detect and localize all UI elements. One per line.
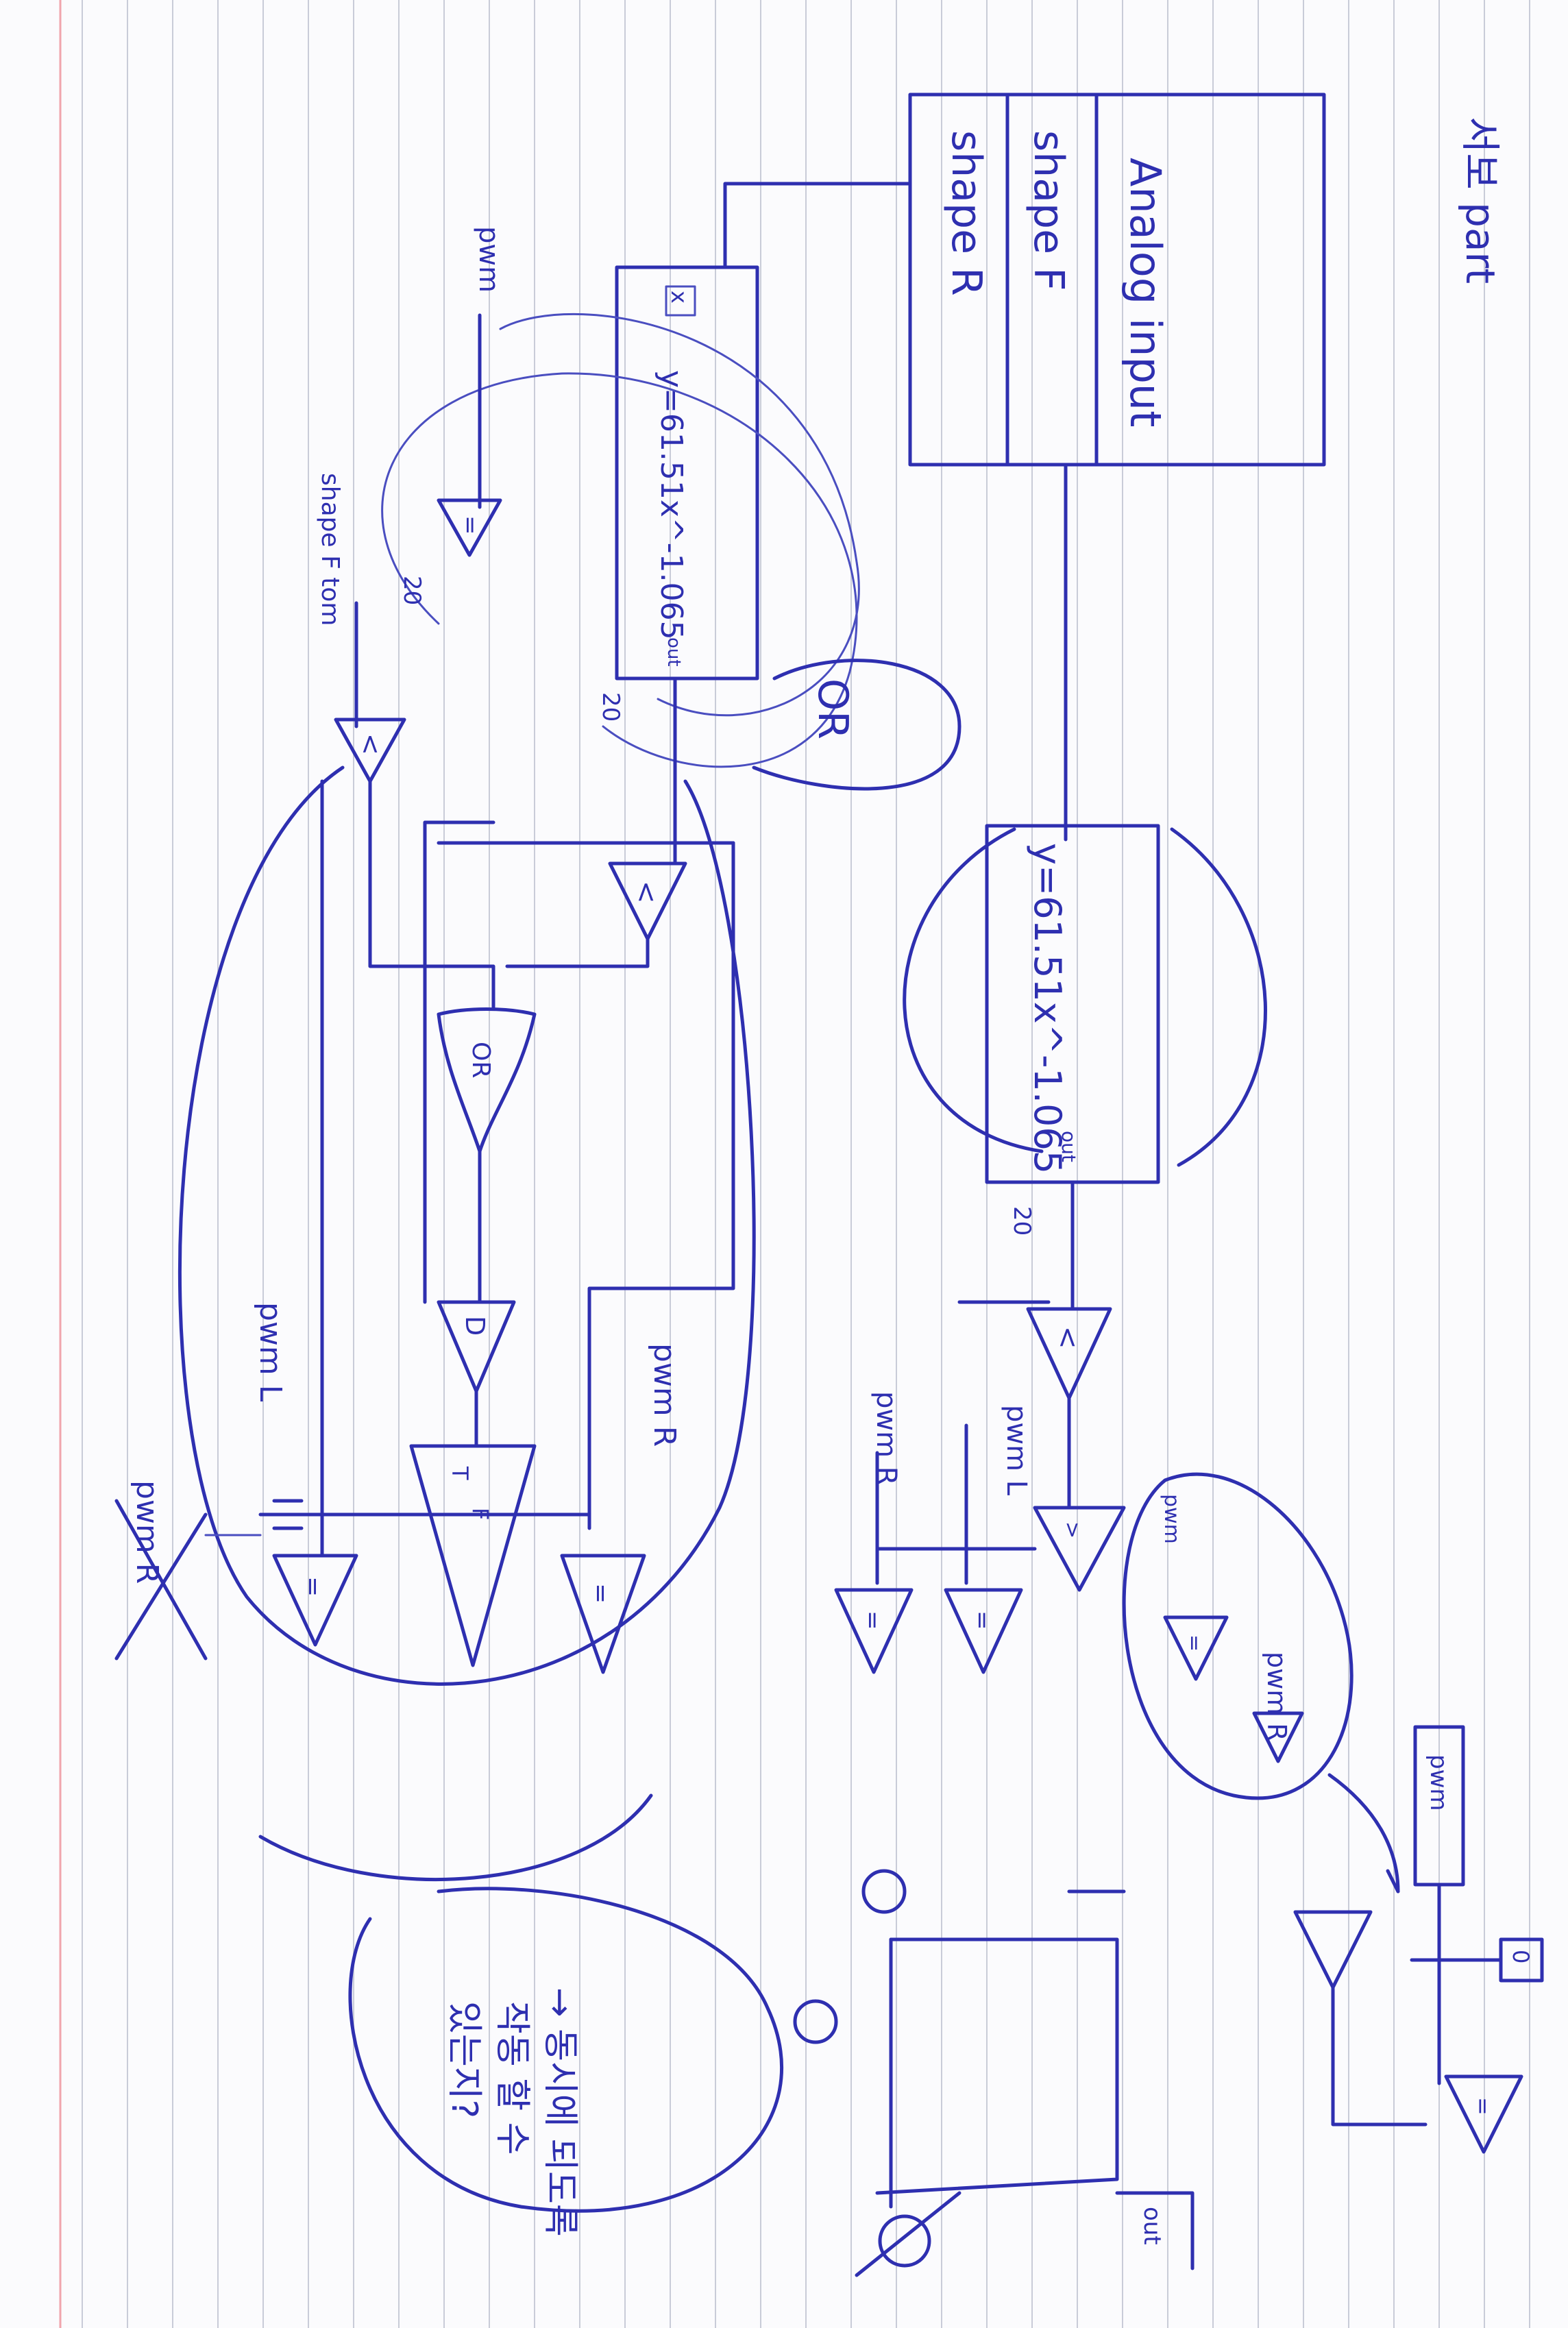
shape-ftom-label: shape F tom <box>316 473 344 626</box>
pwm-inline-label: pwm <box>1160 1494 1184 1544</box>
svg-text:>: > <box>1060 1521 1084 1539</box>
right-formula-out-mark: out <box>1057 1131 1080 1162</box>
equals-gate-right-2: = <box>944 1588 1023 1674</box>
svg-text:OR: OR <box>467 1042 495 1078</box>
svg-text:pwm: pwm <box>1425 1754 1452 1811</box>
equals-gate-loop: = <box>1163 1615 1229 1681</box>
right-formula-label: y=61.51x^-1.065 <box>1026 843 1069 1174</box>
left-formula-in-mark: x <box>666 291 692 304</box>
right-formula-circle-left <box>903 827 1044 1153</box>
comparator-less-right: < <box>1026 1307 1112 1400</box>
comparator-less-mid: < <box>608 861 687 941</box>
analog-input-block: Analog input shape F shape R <box>908 93 1326 467</box>
struck-pwm-r: pwm R <box>114 1480 262 1661</box>
pwm-loop-circle <box>1122 1472 1353 1800</box>
svg-text:D: D <box>460 1316 490 1336</box>
servo-out-label: out <box>1138 2207 1166 2245</box>
svg-text:=: = <box>968 1610 996 1630</box>
left-formula-label: y=61.51x^-1.065 <box>654 370 689 640</box>
servo-sketch: out <box>793 1869 1195 2277</box>
svg-text:<: < <box>1052 1326 1083 1349</box>
left-logic-enclosure <box>177 765 756 1686</box>
left-formula-block: x y=61.51x^-1.065 out <box>615 265 759 681</box>
svg-text:=: = <box>456 515 484 535</box>
scribble-loop-2 <box>499 313 860 717</box>
svg-text:<: < <box>356 733 386 755</box>
svg-text:=: = <box>587 1583 615 1604</box>
analog-input-row-shape-f: shape F <box>1025 130 1073 291</box>
equals-gate-pwm-r: = <box>560 1554 646 1674</box>
note-line-2: 작동 할 수 <box>491 2001 532 2155</box>
svg-text:0: 0 <box>1508 1950 1534 1963</box>
page-heading: 서보 part <box>1457 117 1504 284</box>
pwm-box: pwm <box>1413 1725 1465 1887</box>
svg-text:=: = <box>859 1610 886 1630</box>
right-formula-circle-right <box>1170 827 1267 1167</box>
pwm-label-top: pwm <box>473 226 504 293</box>
bottom-right-gate-a <box>1293 1910 1373 1989</box>
comparator-equals-top: = <box>437 498 502 557</box>
wire-to-pwm-r <box>587 841 735 1530</box>
left-formula-out-mark: out <box>663 637 684 667</box>
right-formula-block: y=61.51x^-1.065 out <box>985 824 1160 1184</box>
note-text: → 동시에 되도록 작동 할 수 있는지? <box>443 1987 580 2237</box>
equals-gate-right-1: = <box>834 1588 914 1674</box>
const-20-a: 20 <box>398 576 426 605</box>
ruled-lines <box>82 0 1530 2328</box>
analog-input-row-shape-r: shape R <box>942 130 990 296</box>
analog-input-title: Analog input <box>1120 158 1171 427</box>
scribble-loop-1 <box>381 372 858 768</box>
svg-text:=: = <box>299 1576 327 1597</box>
or-gate: OR <box>437 1007 537 1153</box>
note-circle <box>348 1887 784 2213</box>
svg-text:<: < <box>630 881 662 904</box>
equals-gate-pwm-l: = <box>272 1554 358 1647</box>
svg-text:=: = <box>1470 2097 1496 2116</box>
wire-input-to-left-formula <box>723 182 912 269</box>
mux-gate: T F <box>409 1444 537 1667</box>
enclosure-tail <box>258 1793 653 1881</box>
wire-to-or-a <box>368 779 495 1009</box>
d-gate: D <box>437 1300 516 1393</box>
bottom-right-gate-b: = <box>1444 2074 1523 2154</box>
or-callout-circle <box>752 659 961 791</box>
pwm-r-small-label: pwm R <box>870 1391 902 1486</box>
pwm-r-label: pwm R <box>647 1343 682 1447</box>
wire-bus-left <box>423 820 495 1304</box>
comparator-less-left: < <box>334 718 406 783</box>
pwm-l-small-label: pwm L <box>1001 1405 1032 1496</box>
small-gate-loop <box>1252 1711 1304 1763</box>
const-20-c: 20 <box>1008 1206 1036 1236</box>
note-line-1: → 동시에 되도록 <box>539 1987 580 2237</box>
arrow-to-bottom <box>1327 1773 1400 1894</box>
svg-text:=: = <box>1182 1634 1206 1652</box>
pwm-l-label: pwm L <box>253 1302 288 1402</box>
svg-text:T: T <box>447 1466 473 1480</box>
const-20-b: 20 <box>597 692 624 722</box>
mux-gate-right: > <box>1033 1506 1126 1592</box>
zero-box: 0 <box>1499 1937 1544 1983</box>
or-callout-label: OR <box>809 678 857 739</box>
wire-to-or-b <box>505 937 650 968</box>
note-line-3: 있는지? <box>443 2001 485 2118</box>
pwm-r-loop-label: pwm R <box>1262 1652 1292 1741</box>
